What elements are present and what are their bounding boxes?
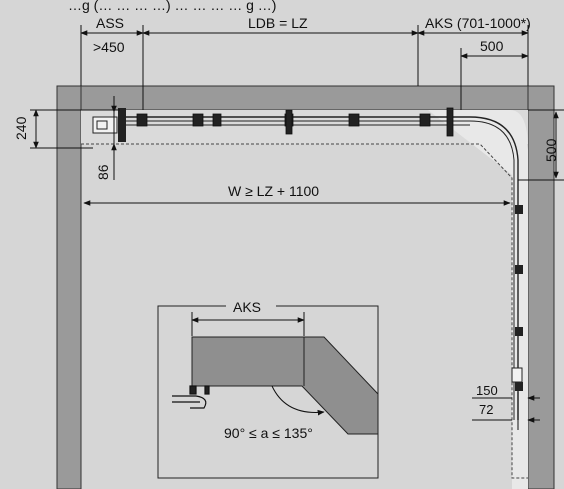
label-width-formula: W ≥ LZ + 1100	[228, 183, 319, 199]
vertical-brackets	[511, 205, 523, 391]
label-86: 86	[95, 164, 111, 180]
inset-detail: AKS 90° ≤ a ≤ 135°	[157, 299, 379, 479]
dim-ass	[80, 25, 144, 110]
wall-frame	[56, 85, 555, 489]
label-72: 72	[479, 402, 493, 417]
motor-unit	[92, 108, 126, 142]
label-inset-aks: AKS	[233, 299, 261, 315]
inset-panel	[191, 336, 379, 435]
label-ass: ASS	[96, 15, 124, 31]
track-brackets	[136, 107, 454, 137]
left-wall	[56, 85, 82, 489]
label-aks-range: AKS (701-1000*)	[425, 15, 531, 31]
dim-aks	[417, 25, 529, 110]
label-150: 150	[476, 383, 498, 398]
header-fragment: …g (… … … …) … … … … g …)	[68, 0, 276, 13]
curve-zone	[428, 110, 528, 489]
label-angle-range: 90° ≤ a ≤ 135°	[224, 425, 313, 441]
track-rail	[120, 116, 519, 420]
label-aks-500: 500	[480, 38, 504, 54]
label-240: 240	[13, 116, 29, 140]
label-right-500: 500	[543, 138, 559, 162]
top-wall	[56, 85, 555, 111]
inset-motor-icon	[172, 385, 210, 409]
dim-ldb	[142, 25, 419, 86]
dim-150-72	[472, 392, 540, 430]
door-outline	[81, 143, 528, 479]
label-ass-min: >450	[93, 39, 125, 55]
label-ldb: LDB = LZ	[248, 15, 308, 31]
dim-right-500	[518, 109, 564, 181]
dim-240	[30, 109, 120, 149]
